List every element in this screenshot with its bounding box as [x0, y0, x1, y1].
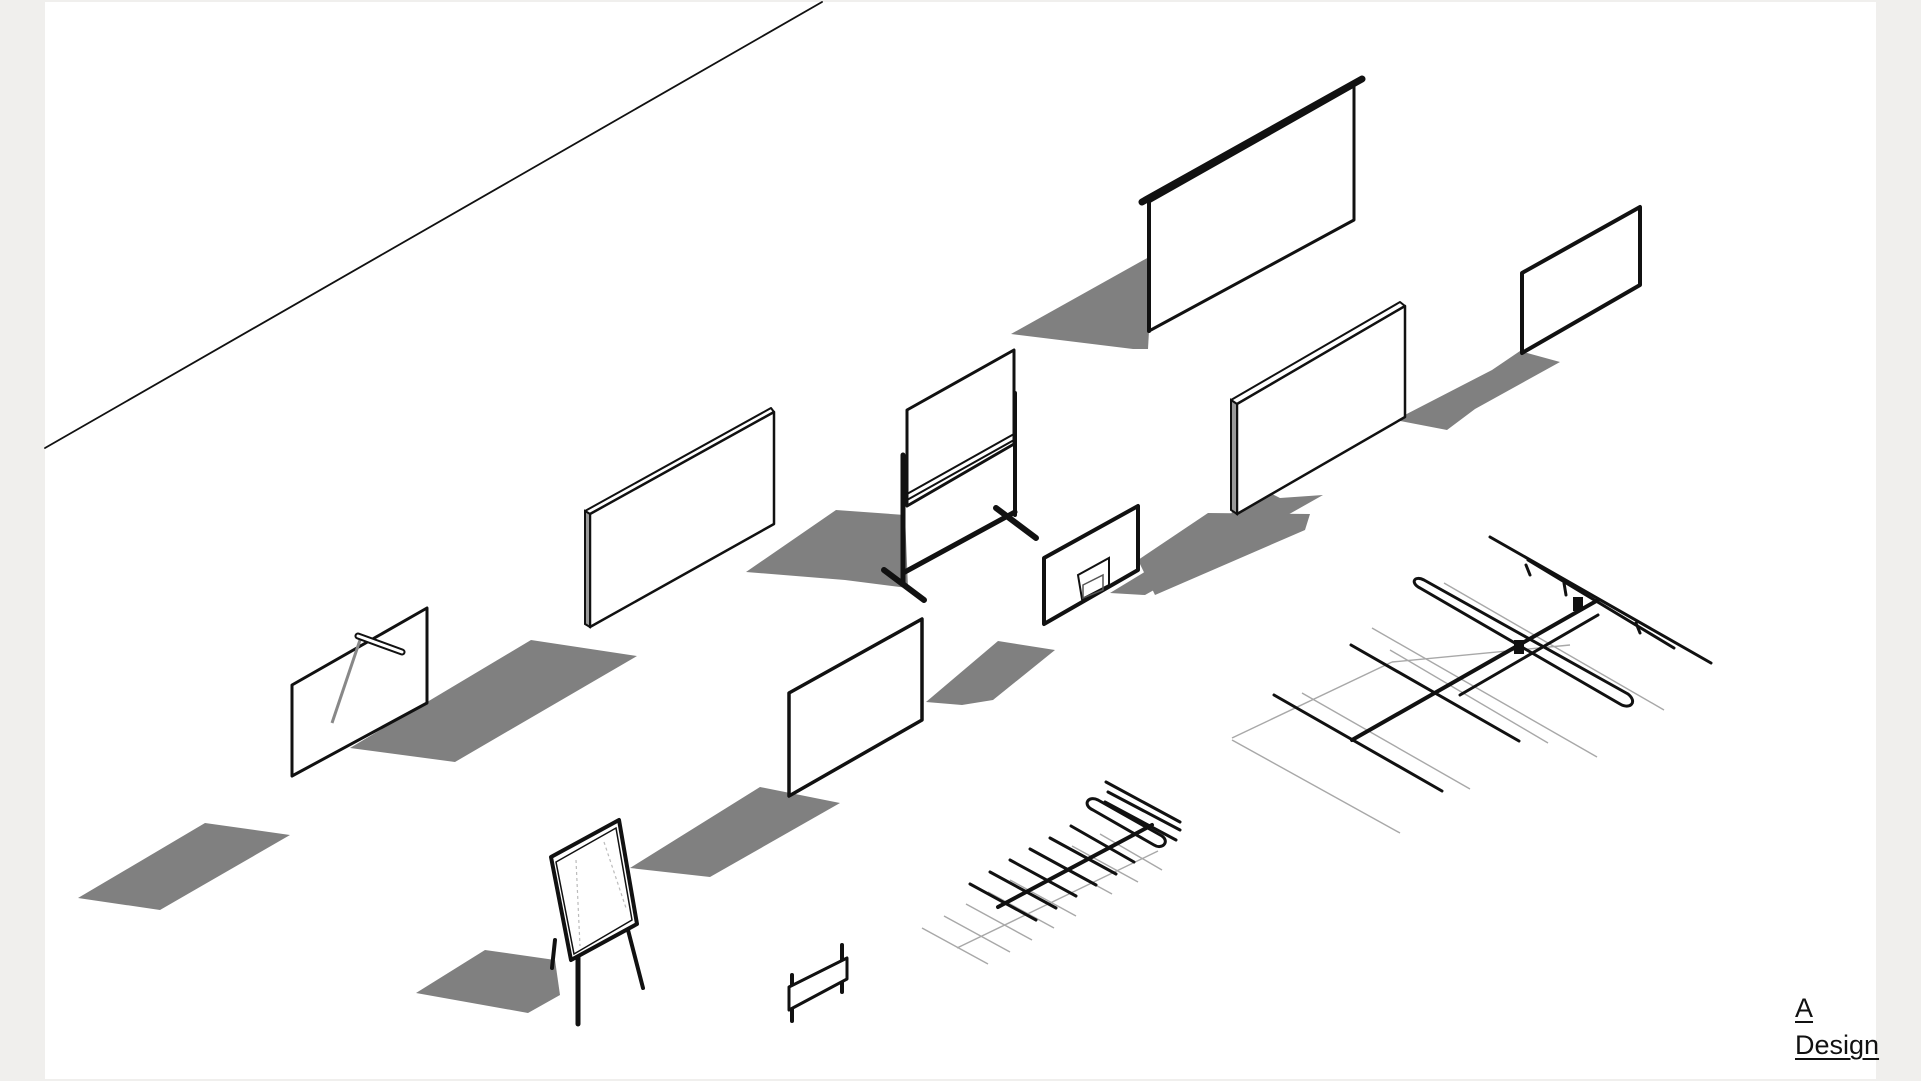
thick-panel-left	[584, 407, 776, 629]
shadows	[78, 257, 1560, 1013]
small-board-shadow	[1395, 351, 1560, 430]
easel-shadow	[416, 950, 560, 1013]
mobile-whiteboard	[881, 348, 1039, 603]
projector-screen	[1138, 75, 1366, 333]
yagi-antenna-large	[1231, 535, 1713, 834]
wall-edge-line	[44, 1, 823, 449]
board-with-pointer	[290, 606, 429, 778]
backboard-shadow	[1138, 513, 1310, 595]
easel	[549, 818, 645, 1027]
thick-panel-right	[1230, 301, 1407, 516]
thick-panel-left-shadow	[350, 640, 637, 762]
projector-screen-shadow	[1011, 257, 1149, 349]
mobile-whiteboard-shadow	[746, 510, 908, 588]
yagi-antenna-small	[921, 780, 1182, 965]
brand-logo-line1: A	[1795, 993, 1814, 1023]
flat-panel-center	[787, 617, 924, 798]
small-bracket	[787, 943, 849, 1023]
small-wall-board	[1520, 205, 1642, 355]
brand-logo[interactable]: A Design	[1795, 990, 1879, 1064]
flat-panel-center-shadow	[926, 641, 1055, 705]
brand-logo-line2: Design	[1795, 1030, 1880, 1060]
orphan-shadow	[78, 823, 290, 910]
flat-panel-lower-shadow	[630, 787, 840, 877]
backboard	[1042, 504, 1140, 626]
